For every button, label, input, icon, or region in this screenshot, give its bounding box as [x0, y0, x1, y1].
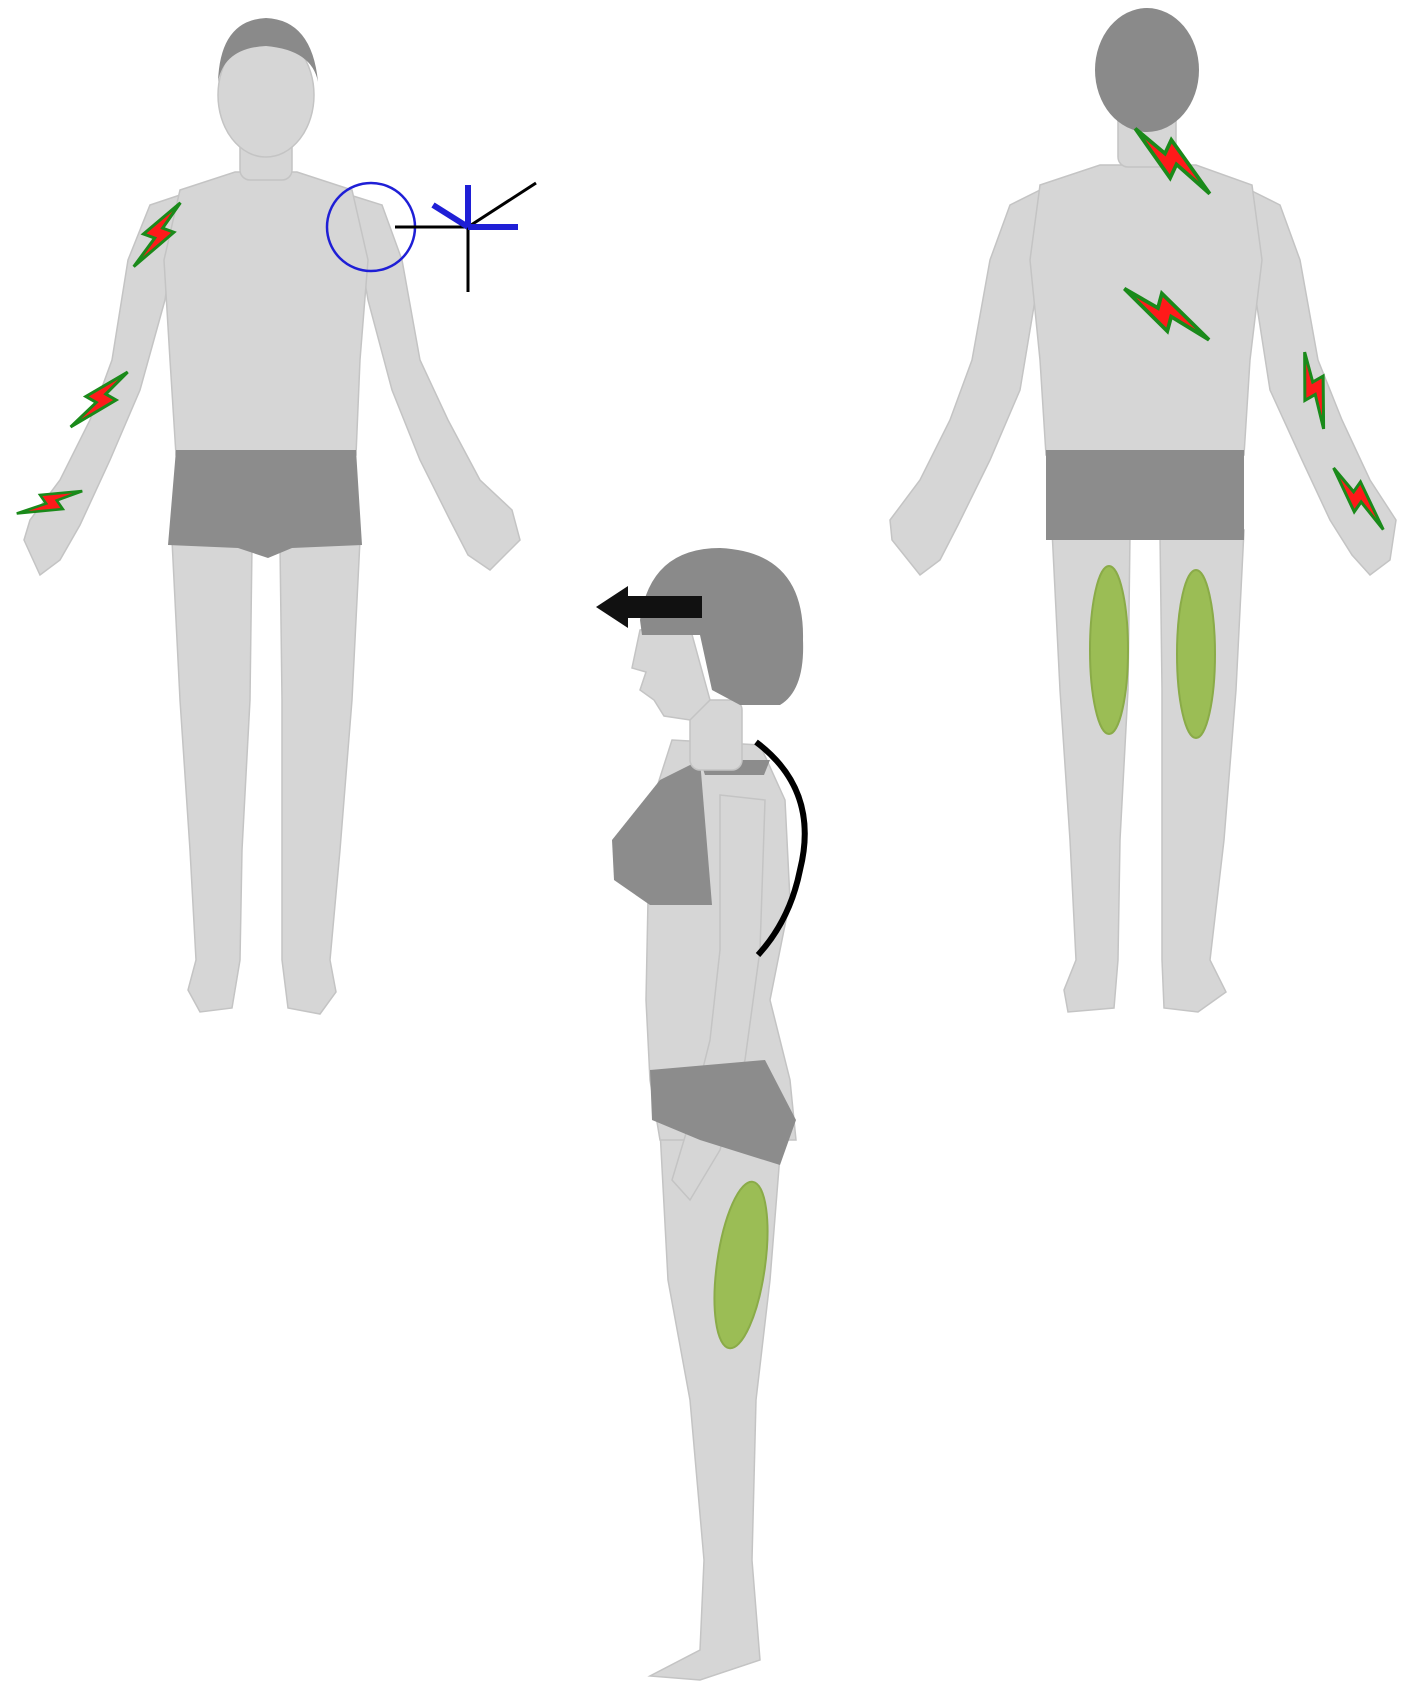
- front-shorts: [168, 450, 362, 558]
- ellipse-icon: [1090, 566, 1128, 734]
- back-head: [1095, 8, 1199, 132]
- side-view-figure: [612, 548, 803, 1680]
- back-view-figure: [890, 8, 1396, 1012]
- front-left-leg: [172, 540, 252, 1012]
- front-left-arm: [24, 195, 180, 575]
- axes-icon: [395, 183, 536, 292]
- front-right-arm: [350, 195, 520, 570]
- front-torso: [164, 172, 368, 455]
- back-muscle-markers: [1090, 566, 1215, 738]
- back-left-arm: [890, 190, 1040, 575]
- back-shorts: [1046, 450, 1244, 540]
- side-bra: [612, 760, 712, 905]
- front-view-figure: [24, 18, 520, 1014]
- ellipse-icon: [1177, 570, 1215, 738]
- front-right-leg: [280, 540, 360, 1014]
